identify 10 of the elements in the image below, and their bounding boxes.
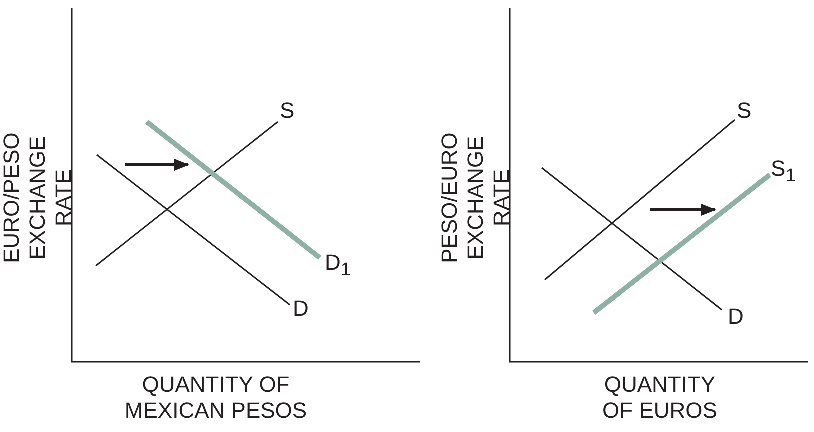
axis-label: QUANTITY OF MEXICAN PESOS bbox=[124, 372, 308, 424]
curve-label: S bbox=[280, 98, 295, 124]
curve-label: D$_{1}$ bbox=[325, 250, 352, 282]
curve-label: D bbox=[293, 296, 309, 322]
axis-label: EURO/PESO EXCHANGE RATE bbox=[0, 132, 77, 266]
axis-label: PESO/EURO EXCHANGE RATE bbox=[437, 132, 515, 266]
axis-label: QUANTITY OF EUROS bbox=[602, 372, 718, 424]
curve-label: S bbox=[737, 98, 752, 124]
curve-label: S$_{1}$ bbox=[771, 156, 796, 188]
curve-label: D bbox=[728, 304, 744, 330]
